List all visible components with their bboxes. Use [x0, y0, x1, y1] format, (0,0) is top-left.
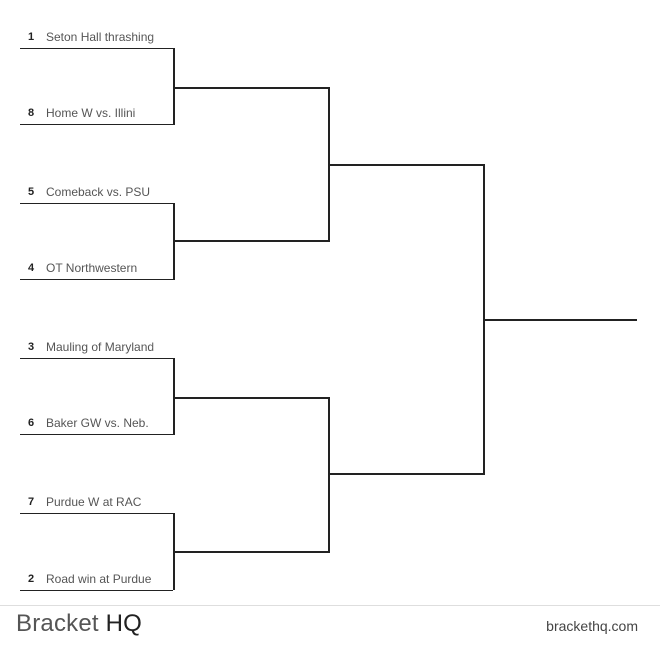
slot-r2-2: [173, 240, 330, 242]
team-name: Home W vs. Illini: [46, 106, 136, 120]
team-name: Seton Hall thrashing: [46, 30, 155, 44]
text-fade: [151, 337, 173, 357]
team-name: Purdue W at RAC: [46, 495, 142, 509]
text-fade: [151, 258, 173, 278]
team-slot-6[interactable]: 6 Baker GW vs. Neb.: [20, 413, 173, 435]
slot-r2-1: [173, 87, 330, 89]
team-seed: 3: [28, 341, 35, 353]
site-link[interactable]: brackethq.com: [546, 618, 638, 634]
slot-r2-3: [173, 397, 330, 399]
slot-champion: [483, 319, 637, 321]
team-slot-4[interactable]: 4 OT Northwestern: [20, 258, 173, 280]
team-seed: 5: [28, 186, 35, 198]
team-slot-7[interactable]: 7 Purdue W at RAC: [20, 492, 173, 514]
slot-r2-4: [173, 551, 330, 553]
team-slot-3[interactable]: 5 Comeback vs. PSU: [20, 182, 173, 204]
connector-r2-m2: [328, 397, 330, 553]
text-fade: [151, 492, 173, 512]
bracket: 1 Seton Hall thrashing 8 Home W vs. Illini…: [20, 27, 637, 591]
brand-accent: HQ: [105, 610, 143, 637]
team-seed: 2: [28, 573, 35, 585]
team-slot-2[interactable]: 8 Home W vs. Illini: [20, 103, 173, 125]
connector-r1-m1: [173, 48, 175, 125]
team-name: Mauling of Maryland: [46, 340, 155, 354]
text-fade: [151, 413, 173, 433]
team-slot-1[interactable]: 1 Seton Hall thrashing: [20, 27, 173, 49]
team-slot-5[interactable]: 3 Mauling of Maryland: [20, 337, 173, 359]
text-fade: [151, 569, 173, 589]
team-slot-8[interactable]: 2 Road win at Purdue: [20, 569, 173, 591]
slot-r3-2: [328, 473, 485, 475]
team-seed: 8: [28, 107, 35, 119]
text-fade: [151, 27, 173, 47]
team-name: OT Northwestern: [46, 261, 138, 275]
team-seed: 1: [28, 31, 35, 43]
team-seed: 4: [28, 262, 35, 274]
connector-r1-m3: [173, 358, 175, 435]
team-seed: 7: [28, 496, 35, 508]
text-fade: [151, 182, 173, 202]
slot-r3-1: [328, 164, 485, 166]
text-fade: [151, 103, 173, 123]
connector-r1-m2: [173, 203, 175, 280]
team-name: Road win at Purdue: [46, 572, 152, 586]
brand-main: Bracket: [16, 610, 99, 637]
team-seed: 6: [28, 417, 35, 429]
team-name: Baker GW vs. Neb.: [46, 416, 149, 430]
brand-logo: Bracket HQ: [16, 610, 142, 638]
footer: Bracket HQ brackethq.com: [0, 605, 660, 645]
team-name: Comeback vs. PSU: [46, 185, 151, 199]
